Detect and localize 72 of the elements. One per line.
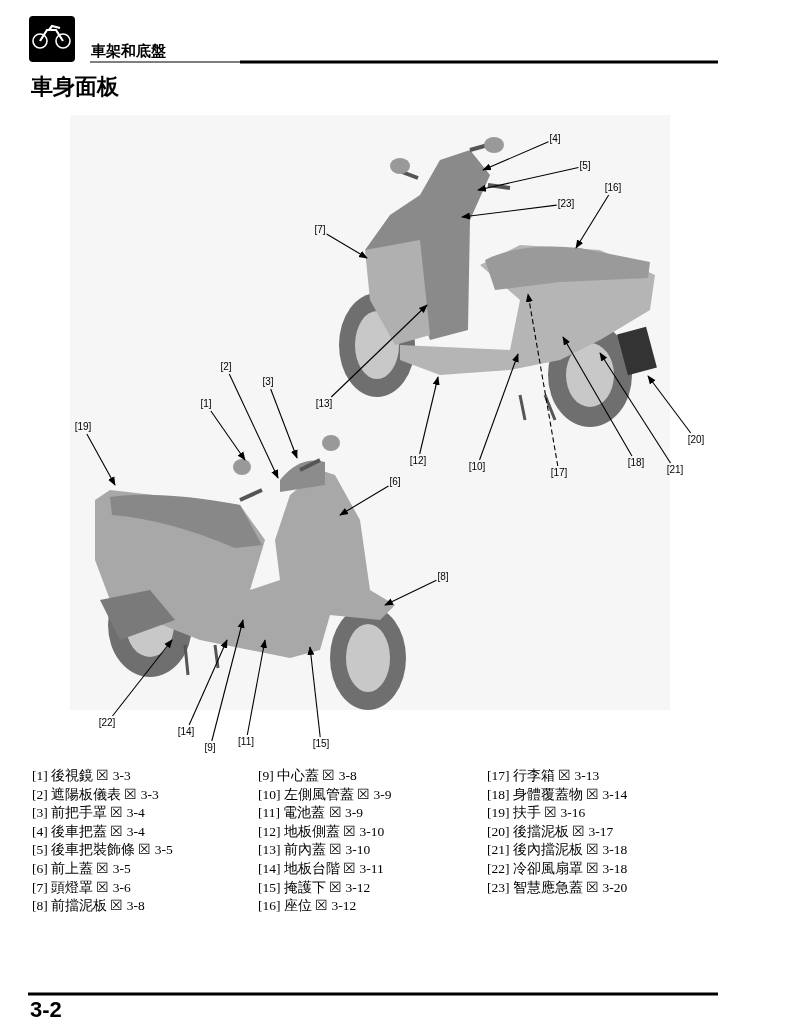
callout-number: [4]	[549, 133, 561, 145]
page-number: 3-2	[30, 997, 62, 1023]
leader-line	[461, 204, 558, 220]
part-list-item: [8] 前擋泥板 ☒ 3-8	[32, 898, 145, 915]
callout-number: [19]	[74, 421, 92, 433]
part-list-item: [14] 地板台階 ☒ 3-11	[258, 861, 384, 877]
callout-number: [17]	[550, 467, 568, 479]
leader-line	[228, 373, 279, 479]
part-list-item: [4] 後車把蓋 ☒ 3-4	[32, 823, 145, 840]
leader-line	[307, 646, 321, 738]
callout-number: [7]	[314, 224, 326, 236]
leader-line	[339, 485, 389, 516]
leader-line	[562, 336, 633, 457]
leader-line	[326, 233, 368, 259]
part-list-item: [12] 地板側蓋 ☒ 3-10	[258, 823, 385, 840]
part-list-item: [23] 智慧應急蓋 ☒ 3-20	[487, 879, 628, 896]
callout-number: [12]	[409, 455, 427, 467]
part-list-item: [15] 掩護下 ☒ 3-12	[258, 879, 371, 896]
callout-number: [22]	[98, 717, 116, 729]
part-list-item: [3] 前把手罩 ☒ 3-4	[32, 805, 145, 822]
part-list-item: [21] 後內擋泥板 ☒ 3-18	[487, 842, 628, 859]
leader-line	[111, 639, 173, 717]
section-header: 車架和底盤	[91, 42, 166, 61]
callout-number: [10]	[468, 461, 486, 473]
leader-line	[384, 579, 437, 606]
leader-line	[86, 433, 116, 486]
leader-line	[599, 352, 672, 464]
leader-line	[210, 410, 246, 461]
callout-number: [3]	[262, 376, 274, 388]
part-list-item: [22] 冷卻風扇罩 ☒ 3-18	[487, 861, 628, 877]
part-list-item: [13] 前內蓋 ☒ 3-10	[258, 842, 371, 859]
leader-line	[525, 293, 559, 467]
leader-line	[419, 376, 440, 455]
part-list-item: [19] 扶手 ☒ 3-16	[487, 805, 586, 822]
callout-number: [1]	[200, 398, 212, 410]
callout-number: [9]	[204, 742, 216, 754]
callout-number: [5]	[579, 160, 591, 172]
callout-number: [11]	[238, 736, 254, 748]
leader-line	[211, 619, 245, 742]
callout-number: [21]	[666, 464, 684, 476]
part-list-item: [16] 座位 ☒ 3-12	[258, 898, 357, 915]
leader-line	[575, 194, 610, 249]
part-list-item: [20] 後擋泥板 ☒ 3-17	[487, 823, 614, 840]
callout-number: [14]	[177, 726, 195, 738]
leader-line	[479, 353, 519, 461]
leader-line	[482, 141, 549, 171]
callout-number: [16]	[604, 182, 622, 194]
callout-number: [6]	[389, 476, 401, 488]
callout-number: [13]	[315, 398, 333, 410]
part-list-item: [18] 身體覆蓋物 ☒ 3-14	[487, 786, 628, 803]
leader-line	[477, 166, 579, 192]
part-list-item: [9] 中心蓋 ☒ 3-8	[258, 768, 357, 784]
part-list-item: [10] 左側風管蓋 ☒ 3-9	[258, 786, 392, 803]
callout-number: [2]	[220, 361, 232, 373]
part-list-item: [1] 後視鏡 ☒ 3-3	[32, 768, 131, 784]
leader-line	[270, 388, 298, 459]
leader-line	[246, 639, 267, 736]
part-list-item: [5] 後車把裝飾條 ☒ 3-5	[32, 842, 173, 859]
leader-line	[188, 639, 228, 726]
page-title: 車身面板	[31, 73, 119, 101]
part-list-item: [6] 前上蓋 ☒ 3-5	[32, 861, 131, 877]
part-list-item: [11] 電池蓋 ☒ 3-9	[258, 805, 364, 822]
callout-number: [20]	[687, 434, 705, 446]
part-list-item: [2] 遮陽板儀表 ☒ 3-3	[32, 786, 159, 803]
part-list-item: [7] 頭燈罩 ☒ 3-6	[32, 879, 131, 896]
part-list-item: [17] 行李箱 ☒ 3-13	[487, 768, 600, 784]
callout-number: [23]	[557, 198, 575, 210]
callout-number: [15]	[312, 738, 330, 750]
leader-line	[647, 375, 692, 434]
callout-number: [18]	[627, 457, 645, 469]
leader-line	[330, 304, 428, 398]
callout-number: [8]	[437, 571, 449, 583]
